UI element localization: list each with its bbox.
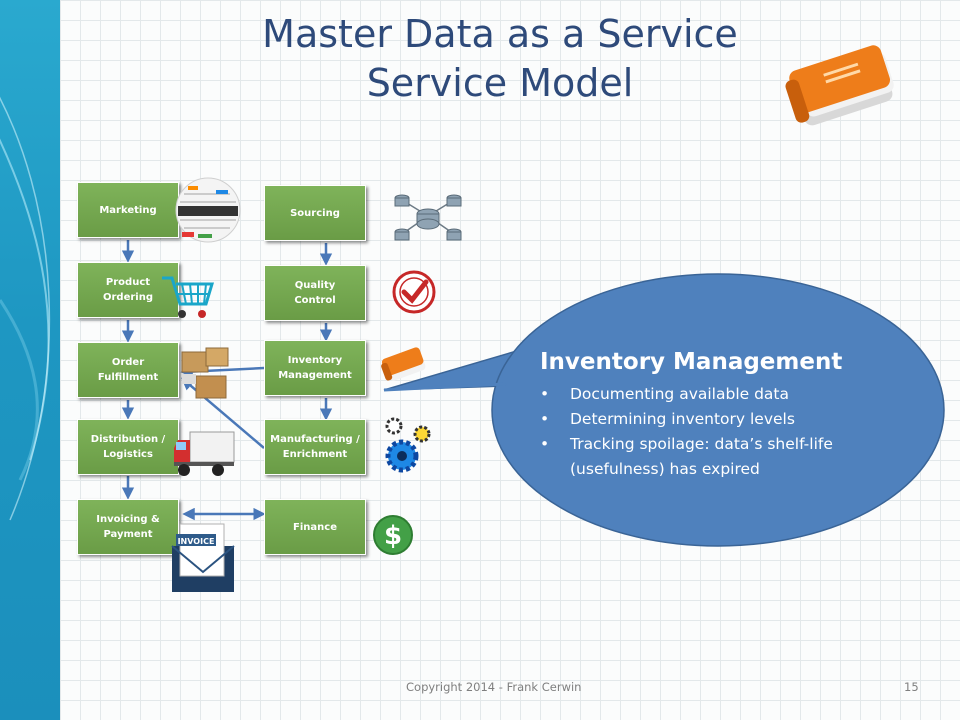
sourcing-label: Sourcing: [290, 207, 340, 219]
callout-text: Inventory Management Documenting availab…: [540, 346, 890, 482]
inventory-management-box[interactable]: Inventory Management: [264, 340, 366, 396]
marketing-word-sphere-icon: [175, 177, 241, 243]
database-network-icon: [394, 194, 462, 241]
distribution-logistics-label: Distribution / Logistics: [90, 434, 166, 460]
book-icon: [785, 45, 894, 126]
footer-copyright: Copyright 2014 - Frank Cerwin: [406, 680, 582, 694]
invoicing-payment-box[interactable]: Invoicing & Payment: [77, 499, 179, 555]
order-fulfillment-label: Order Fulfillment: [97, 357, 159, 383]
callout-bullet: Determining inventory levels: [540, 407, 890, 432]
order-fulfillment-box[interactable]: Order Fulfillment: [77, 342, 179, 398]
distribution-logistics-box[interactable]: Distribution / Logistics: [77, 419, 179, 475]
callout-bullet: Documenting available data: [540, 382, 890, 407]
callout-title: Inventory Management: [540, 349, 843, 375]
inventory-management-label: Inventory Management: [278, 355, 352, 381]
dollar-icon: $: [373, 515, 413, 555]
boxes-icon: [181, 347, 229, 399]
svg-text:$: $: [384, 521, 402, 551]
sourcing-box[interactable]: Sourcing: [264, 185, 366, 241]
manufacturing-enrichment-box[interactable]: Manufacturing / Enrichment: [264, 419, 366, 475]
callout-bullets: Documenting available data Determining i…: [540, 382, 890, 482]
title-line-1: Master Data as a Service: [262, 12, 738, 56]
gears-icon: [385, 417, 431, 473]
finance-label: Finance: [293, 521, 337, 533]
marketing-label: Marketing: [99, 204, 157, 216]
book-icon: [381, 347, 426, 381]
left-accent-band: [0, 0, 60, 720]
finance-box[interactable]: Finance: [264, 499, 366, 555]
marketing-box[interactable]: Marketing: [77, 182, 179, 238]
approved-stamp-icon: [392, 270, 436, 314]
slide-title: Master Data as a Service Service Model: [200, 10, 800, 108]
quality-control-box[interactable]: Quality Control: [264, 265, 366, 321]
title-line-2: Service Model: [366, 61, 634, 105]
invoice-envelope-icon: INVOICE: [171, 523, 235, 592]
quality-control-label: Quality Control: [294, 280, 336, 306]
page-number: 15: [904, 680, 919, 694]
product-ordering-label: Product Ordering: [102, 277, 153, 303]
manufacturing-enrichment-label: Manufacturing / Enrichment: [270, 434, 360, 460]
product-ordering-box[interactable]: Product Ordering: [77, 262, 179, 318]
truck-icon: [174, 431, 235, 476]
invoicing-payment-label: Invoicing & Payment: [96, 514, 160, 540]
shopping-cart-icon: [162, 276, 215, 318]
callout-bullet: Tracking spoilage: data’s shelf-life (us…: [540, 432, 890, 482]
svg-text:INVOICE: INVOICE: [178, 537, 215, 546]
